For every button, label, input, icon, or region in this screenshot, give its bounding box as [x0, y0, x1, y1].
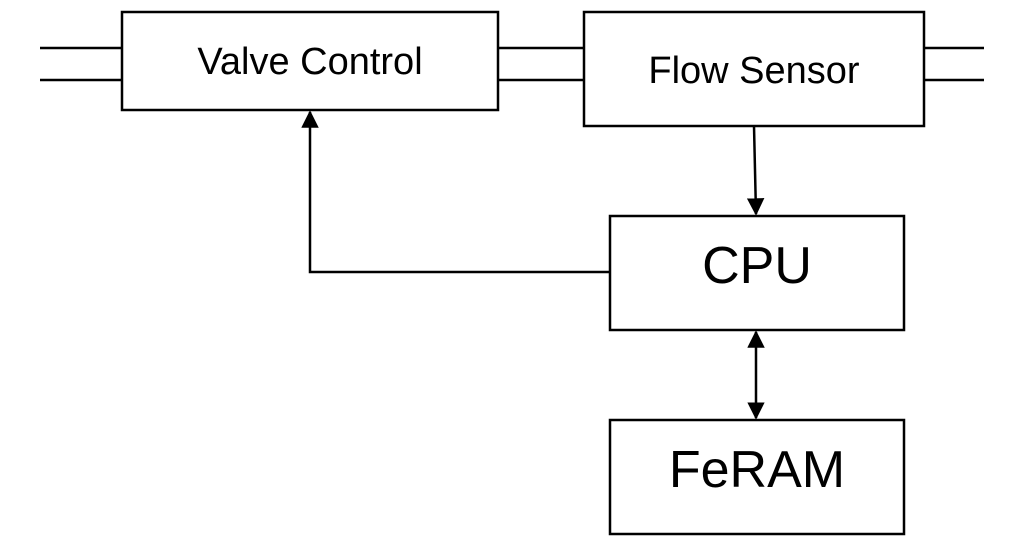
- valve-control-label: Valve Control: [197, 41, 422, 83]
- cpu-label: CPU: [702, 237, 812, 295]
- flow-sensor-block: Flow Sensor: [582, 10, 926, 128]
- valve-control-block: Valve Control: [120, 10, 500, 112]
- feram-block: FeRAM: [608, 418, 906, 536]
- pipe-between: [498, 46, 584, 82]
- pipe-inlet: [40, 46, 122, 82]
- pipe-outlet: [924, 46, 984, 82]
- feram-label: FeRAM: [669, 441, 845, 499]
- arrow-flow-sensor-to-cpu: [746, 125, 765, 216]
- cpu-block: CPU: [608, 214, 906, 332]
- arrow-cpu-to-valve-control: [301, 110, 610, 274]
- flow-sensor-label: Flow Sensor: [648, 50, 860, 92]
